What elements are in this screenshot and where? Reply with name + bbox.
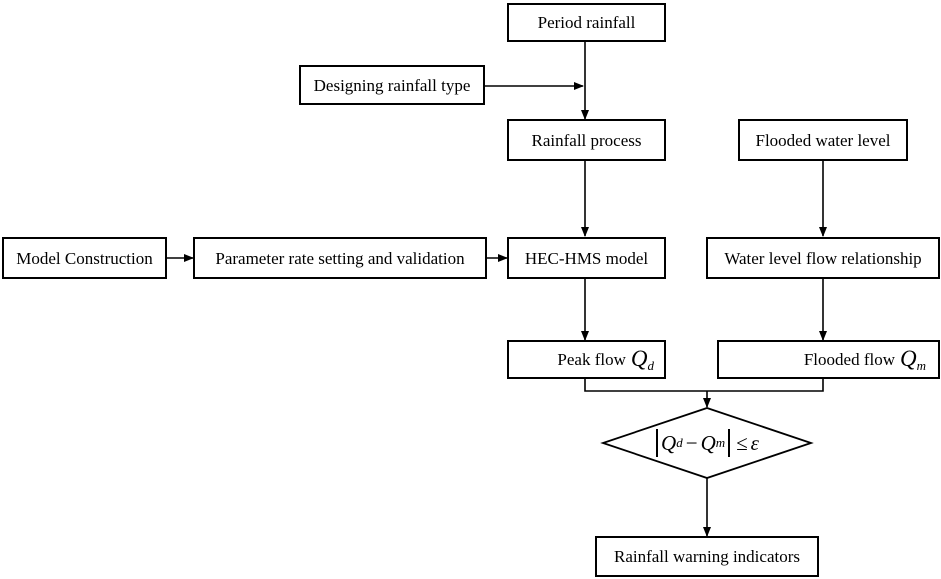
rainfall-process-label: Rainfall process xyxy=(531,130,642,150)
rainfall-process-box: Rainfall process xyxy=(507,119,666,161)
parameter-rate-label: Parameter rate setting and validation xyxy=(215,248,465,268)
decision-diamond xyxy=(600,407,814,479)
parameter-rate-box: Parameter rate setting and validation xyxy=(193,237,487,279)
model-construction-box: Model Construction xyxy=(2,237,167,279)
rainfall-warning-indicators-box: Rainfall warning indicators xyxy=(595,536,819,577)
hec-hms-model-box: HEC-HMS model xyxy=(507,237,666,279)
peak-flow-box: Peak flow Qd xyxy=(507,340,666,379)
rainfall-warning-indicators-label: Rainfall warning indicators xyxy=(613,547,800,566)
designing-rainfall-type-label: Designing rainfall type xyxy=(313,75,471,95)
peak-flow-symbol: Qd xyxy=(630,346,654,373)
abs-bar-right xyxy=(728,429,731,457)
flooded-water-level-label: Flooded water level xyxy=(755,130,891,150)
designing-rainfall-type-box: Designing rainfall type xyxy=(299,65,485,105)
merge-line xyxy=(584,379,824,392)
abs-bar-left xyxy=(656,429,659,457)
flooded-flow-symbol: Qm xyxy=(899,346,926,373)
peak-flow-label: Peak flow xyxy=(557,350,626,369)
model-construction-label: Model Construction xyxy=(16,248,153,268)
hec-hms-model-label: HEC-HMS model xyxy=(524,248,649,268)
water-level-flow-relationship-box: Water level flow relationship xyxy=(706,237,940,279)
flooded-water-level-box: Flooded water level xyxy=(738,119,908,161)
flooded-flow-box: Flooded flow Qm xyxy=(717,340,940,379)
flooded-flow-label: Flooded flow xyxy=(803,350,895,369)
period-rainfall-box: Period rainfall xyxy=(507,3,666,42)
water-level-flow-relationship-label: Water level flow relationship xyxy=(724,248,922,268)
period-rainfall-label: Period rainfall xyxy=(537,13,636,32)
